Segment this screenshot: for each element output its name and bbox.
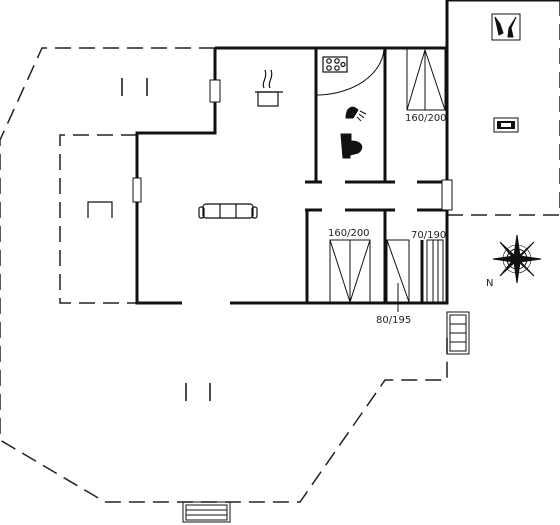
bbq-icon: [493, 117, 519, 133]
steps-right: [446, 311, 470, 355]
bed-middle-right: [426, 239, 444, 303]
stove-pot-icon: [255, 69, 283, 107]
bed-label-middle-right: 70/190: [411, 230, 446, 241]
garden-chairs-icon: [185, 383, 211, 401]
bed-top-right: [406, 47, 446, 111]
compass-rose-icon: [492, 234, 542, 284]
hob-icon: [322, 56, 348, 73]
carport-outline: [59, 134, 137, 304]
bed-middle-left: [329, 239, 371, 304]
table-icon: [87, 201, 113, 218]
garden-chairs-icon: [121, 78, 148, 96]
shower-icon: [345, 106, 367, 122]
bed-label-middle-left: 160/200: [328, 228, 370, 239]
bed-label-bottom: 80/195: [376, 315, 411, 326]
toilet-icon: [340, 133, 363, 159]
bed-bottom: [386, 239, 410, 312]
terrace-outline: [0, 47, 448, 503]
sofa-icon: [198, 203, 258, 219]
door-swing: [315, 47, 385, 96]
compass-north-label: N: [486, 278, 493, 289]
window-openings: [132, 79, 453, 211]
annex-dashed-edge: [447, 0, 560, 216]
tools-icon: [491, 13, 521, 41]
steps-bottom: [182, 501, 231, 523]
bed-label-top-right: 160/200: [405, 113, 447, 124]
walls: [135, 0, 560, 305]
